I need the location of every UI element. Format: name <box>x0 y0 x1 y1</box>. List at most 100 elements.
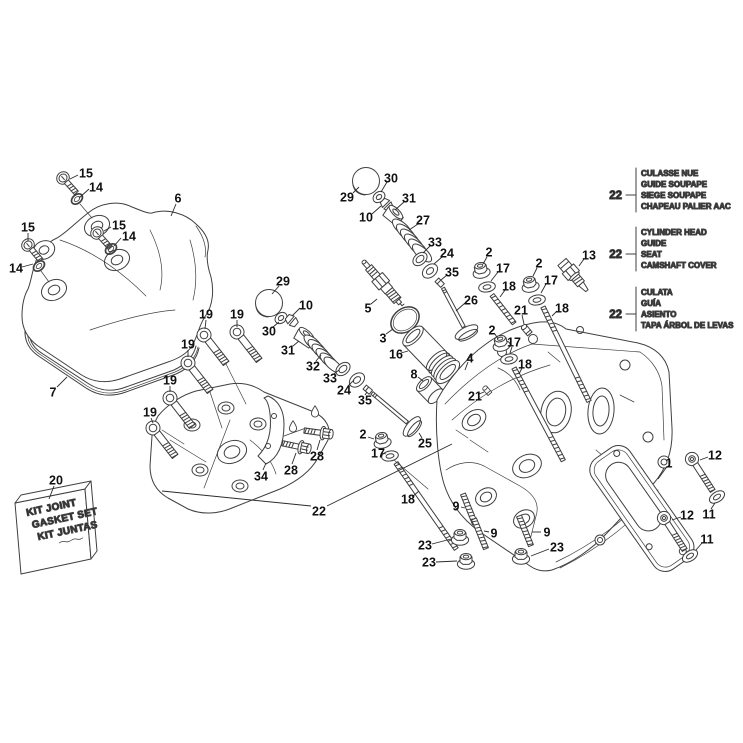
part-callout-26: 26 <box>464 294 478 308</box>
leader-line <box>381 452 387 455</box>
leader-line <box>408 223 419 231</box>
part-callout-23: 23 <box>550 541 564 555</box>
leader-line <box>540 283 547 294</box>
leader-line <box>530 548 550 557</box>
leader-line <box>490 271 499 282</box>
leader-line <box>69 174 79 180</box>
leader-line <box>494 333 499 340</box>
leader-line <box>271 285 280 295</box>
kit-box-part-code-squiggle <box>58 537 84 544</box>
legend-line: CULASSE NUE <box>641 169 699 178</box>
part-callout-18: 18 <box>502 280 516 294</box>
legend-block-fr: 22 CULASSE NUE GUIDE SOUPAPE SIEGE SOUPA… <box>609 167 732 213</box>
leader-line <box>371 205 382 215</box>
legend-line: GUÍA <box>641 299 661 308</box>
cover-screws-and-orings <box>18 168 120 283</box>
part-callout-12: 12 <box>680 509 694 523</box>
part-callout-5: 5 <box>365 302 372 316</box>
part-callout-34: 34 <box>254 470 268 484</box>
part-callout-28: 28 <box>310 450 324 464</box>
legend-ref: 22 <box>609 309 622 321</box>
leader-line <box>521 314 525 325</box>
oil-drop-icon <box>310 405 320 418</box>
leader-line <box>315 354 322 362</box>
part-callout-21: 21 <box>514 304 528 318</box>
leader-line <box>695 542 703 551</box>
legend-line: GUIDE SOUPAPE <box>641 180 708 189</box>
tappet-bucket-8 <box>415 376 444 405</box>
part-callout-22: 22 <box>312 505 326 519</box>
part-callout-4: 4 <box>467 352 474 366</box>
part-callout-9: 9 <box>453 500 460 514</box>
legend-line: CAMSHAFT COVER <box>641 261 717 270</box>
part-callout-17: 17 <box>507 336 521 350</box>
leader-line <box>170 203 177 217</box>
part-callout-20: 20 <box>49 474 63 488</box>
part-callout-13: 13 <box>582 249 596 263</box>
valve-26 <box>440 286 479 342</box>
leader-line <box>464 361 469 371</box>
head-studs-and-nuts <box>371 260 592 551</box>
legend-line: GUIDE <box>641 239 667 248</box>
leader-line <box>347 379 355 387</box>
leader-line <box>21 263 34 268</box>
part-callout-27: 27 <box>416 214 430 228</box>
part-callout-18: 18 <box>555 302 569 316</box>
leader-line <box>394 201 405 211</box>
part-callout-30: 30 <box>262 325 276 339</box>
leader-line <box>370 298 378 305</box>
leader-line <box>380 181 388 193</box>
leader-line <box>204 319 207 330</box>
part-callout-9: 9 <box>491 527 498 541</box>
leader-line <box>433 256 443 265</box>
part-callout-32: 32 <box>306 360 320 374</box>
part-callout-19: 19 <box>163 374 177 388</box>
part-callout-2: 2 <box>486 246 493 260</box>
part-callout-31: 31 <box>281 344 295 358</box>
part-callout-11: 11 <box>702 508 715 522</box>
legend-line: CULATA <box>641 288 673 297</box>
part-callout-11: 11 <box>700 533 713 547</box>
valvetrain-upper <box>352 167 479 342</box>
leader-line <box>103 226 112 232</box>
legend-line: ASIENTO <box>641 310 676 319</box>
leader-line <box>509 346 513 354</box>
leader-line <box>291 452 297 465</box>
part-callout-24: 24 <box>440 247 454 261</box>
part-callout-29: 29 <box>340 191 354 205</box>
intake-stub-16 <box>402 325 461 385</box>
part-callout-14: 14 <box>122 230 136 244</box>
leader-line <box>385 328 394 335</box>
leader-line <box>710 502 716 510</box>
leader-line <box>56 376 68 388</box>
part-callout-8: 8 <box>411 368 418 382</box>
part-callout-2: 2 <box>536 257 543 271</box>
leader-line <box>578 258 585 267</box>
leader-line <box>699 456 709 461</box>
leader-line <box>333 369 340 375</box>
part-callout-10: 10 <box>299 299 313 313</box>
leader-line <box>113 237 122 247</box>
part-callout-15: 15 <box>79 167 93 181</box>
part-callout-2: 2 <box>360 428 367 442</box>
part-callout-10: 10 <box>359 211 373 225</box>
leader-line <box>316 439 321 451</box>
leader-line <box>411 490 420 498</box>
leader-line <box>435 560 458 563</box>
part-callout-1: 1 <box>666 457 673 471</box>
spark-plug <box>361 259 405 307</box>
chain-guide <box>257 395 285 465</box>
part-callout-19: 19 <box>143 406 157 420</box>
part-callout-2: 2 <box>489 324 496 338</box>
legend-ref: 22 <box>609 249 622 261</box>
leader-line <box>364 391 368 396</box>
part-callout-23: 23 <box>418 539 432 553</box>
legend-line: SIEGE SOUPAPE <box>641 191 707 200</box>
leader-line <box>161 490 312 507</box>
part-callout-24: 24 <box>337 384 351 398</box>
leader-line <box>292 340 300 347</box>
leader-line <box>431 538 452 545</box>
leader-line <box>518 367 523 375</box>
leader-line <box>418 432 423 439</box>
